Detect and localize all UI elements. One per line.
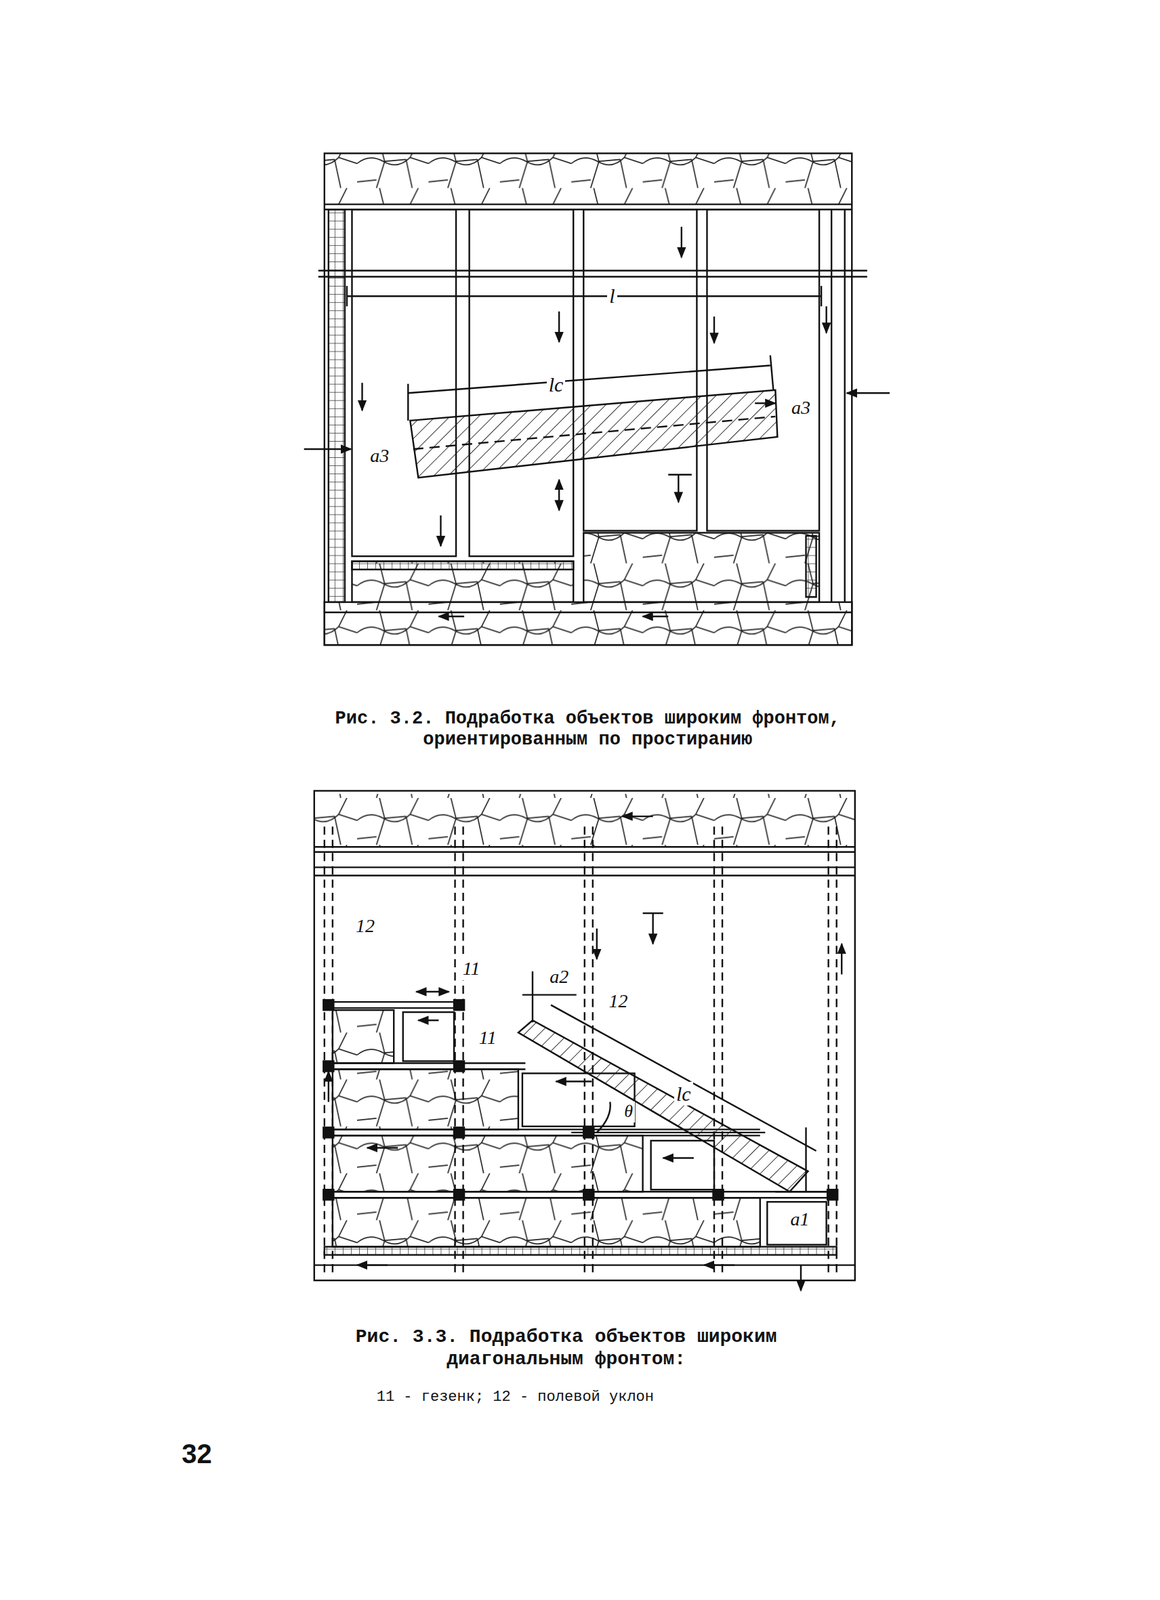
dimension-label: a1 — [788, 1208, 812, 1232]
dimension-label: a2 — [547, 966, 571, 989]
dimension-label: a3 — [789, 397, 813, 420]
legend-note: 11 - гезенк; 12 - полевой уклон — [374, 1389, 656, 1407]
callout-number: 11 — [460, 958, 483, 981]
angle-label: θ — [622, 1101, 635, 1123]
figure-3-2 — [304, 153, 890, 646]
figure-caption: Рис. 3.2. Подработка объектов широким фр… — [316, 708, 859, 751]
figure-3-3 — [314, 790, 856, 1291]
dimension-label: lc — [674, 1082, 694, 1106]
dimension-label: lc — [546, 372, 566, 397]
dimension-label: l — [607, 283, 617, 308]
dimension-label: a3 — [367, 445, 391, 468]
page-number: 32 — [179, 1438, 215, 1470]
callout-number: 12 — [353, 915, 377, 938]
figure-caption: Рис. 3.3. Подработка объектов широким ди… — [329, 1326, 804, 1371]
callout-number: 11 — [477, 1027, 499, 1050]
callout-number: 12 — [606, 990, 630, 1013]
